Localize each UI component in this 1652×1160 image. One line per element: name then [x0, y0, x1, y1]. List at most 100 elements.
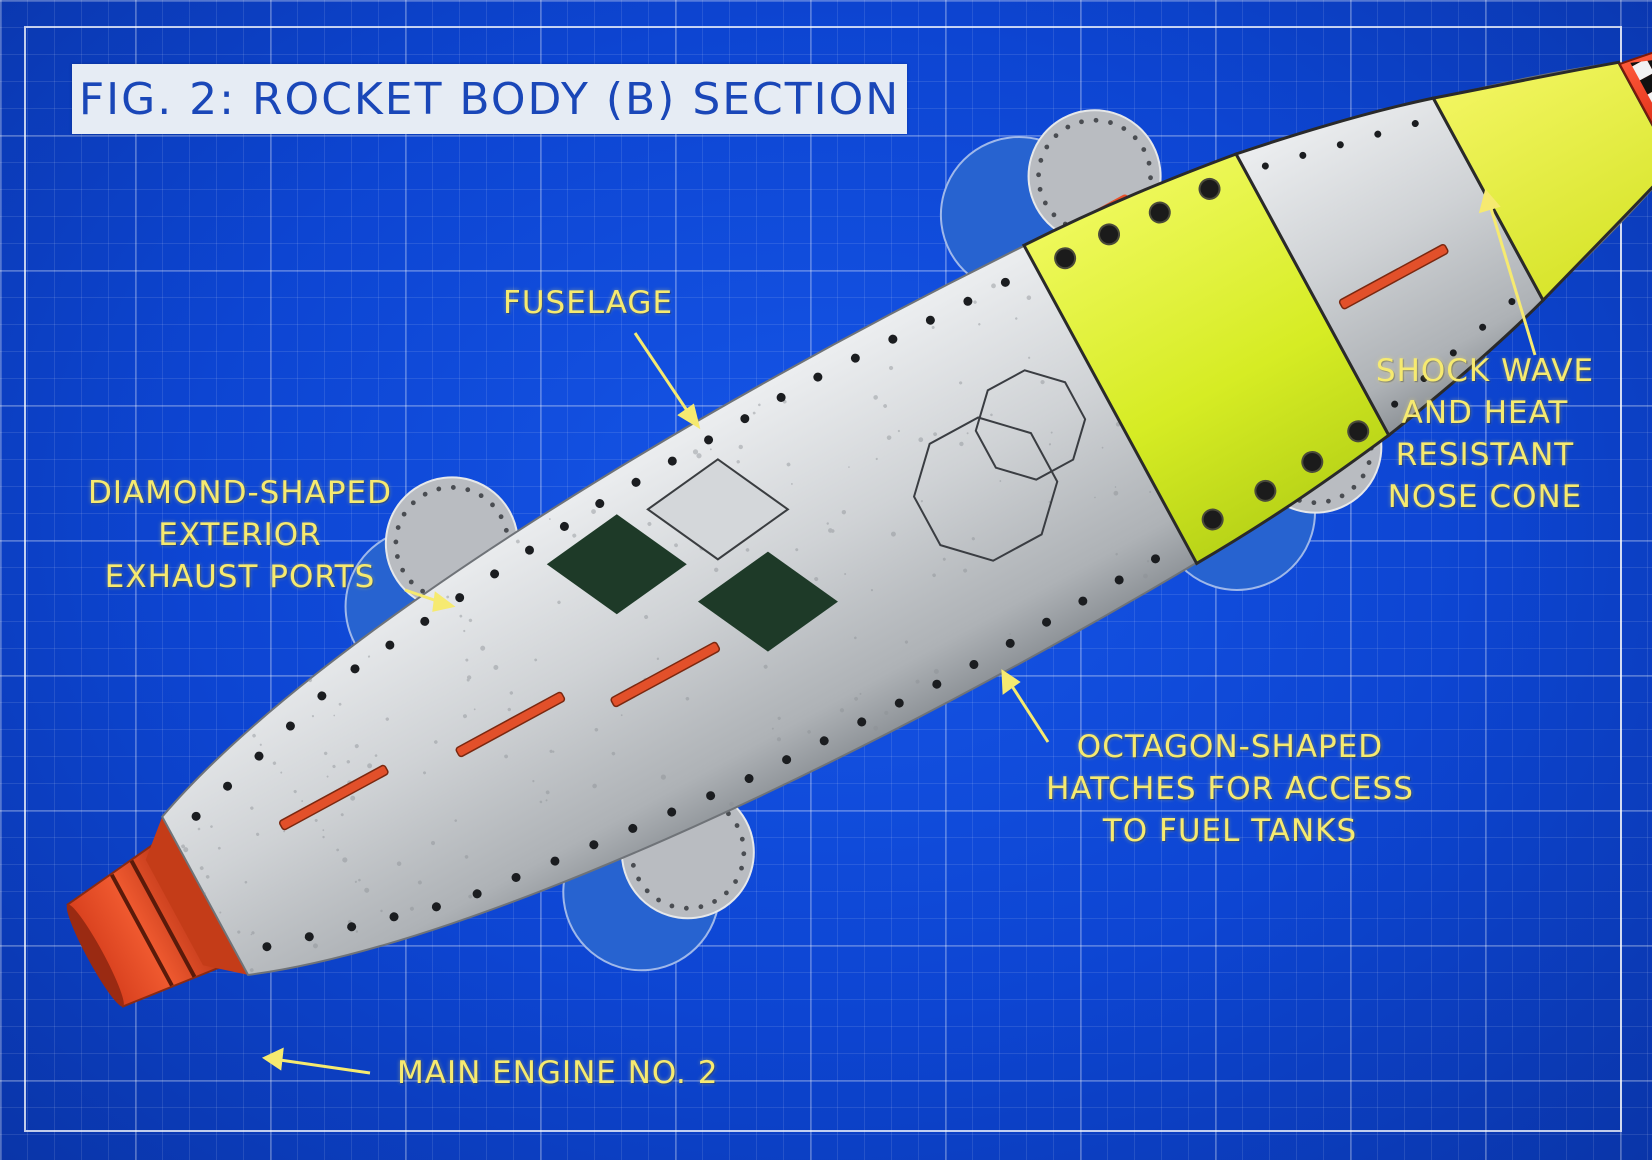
- weathering-speck: [326, 775, 329, 778]
- weathering-speck: [423, 771, 427, 775]
- rivet: [285, 721, 295, 731]
- label-line: DIAMOND-SHAPED: [88, 475, 392, 511]
- weathering-speck: [933, 432, 938, 437]
- weathering-speck: [966, 432, 969, 435]
- fin-rivet: [1042, 200, 1048, 206]
- weathering-speck: [763, 664, 768, 669]
- weathering-speck: [272, 761, 277, 765]
- rivet: [850, 353, 860, 363]
- weathering-speck: [644, 615, 649, 620]
- weathering-speck: [367, 763, 373, 769]
- weathering-speck: [532, 780, 535, 783]
- weathering-speck: [814, 577, 819, 582]
- weathering-speck: [473, 708, 476, 711]
- weathering-speck: [736, 460, 740, 464]
- fin-rivet: [669, 903, 675, 909]
- fin-rivet: [490, 502, 495, 508]
- weathering-speck: [332, 764, 336, 769]
- rivet: [317, 691, 327, 701]
- weathering-speck: [777, 716, 781, 720]
- rivet: [631, 477, 641, 487]
- fin-rivet: [1326, 498, 1331, 504]
- weathering-speck: [738, 444, 743, 450]
- fin-rivet: [1146, 160, 1152, 166]
- weathering-speck: [312, 943, 318, 949]
- weathering-speck: [931, 325, 935, 329]
- rivet: [963, 296, 973, 306]
- weathering-speck: [364, 887, 370, 893]
- weathering-speck: [959, 381, 963, 385]
- rivet: [347, 922, 357, 932]
- weathering-speck: [752, 411, 756, 415]
- octagon-hatch: [974, 369, 1087, 481]
- weathering-speck: [826, 522, 829, 525]
- weathering-speck: [844, 573, 847, 576]
- weathering-speck: [183, 847, 189, 853]
- weathering-speck: [795, 548, 799, 552]
- label-hatches: OCTAGON-SHAPED HATCHES FOR ACCESS TO FUE…: [1010, 726, 1450, 852]
- weathering-speck: [999, 480, 1002, 482]
- fin-rivet: [1044, 144, 1050, 150]
- weathering-speck: [464, 855, 469, 859]
- weathering-speck: [884, 710, 889, 715]
- rivet: [559, 521, 569, 531]
- rivet: [385, 640, 395, 650]
- weathering-speck: [594, 727, 599, 732]
- checker-square: [1632, 58, 1652, 81]
- weathering-speck: [480, 645, 486, 651]
- weathering-speck: [459, 614, 463, 618]
- weathering-speck: [336, 848, 340, 852]
- weathering-speck: [870, 589, 874, 592]
- label-line: TO FUEL TANKS: [1102, 813, 1358, 849]
- label-line: SHOCK WAVE: [1375, 353, 1595, 389]
- label-line: OCTAGON-SHAPED: [1076, 729, 1384, 765]
- rivet: [925, 315, 935, 325]
- weathering-speck: [539, 800, 543, 804]
- fin-rivet: [1036, 172, 1041, 178]
- rivet: [431, 902, 441, 912]
- fin-rivet: [734, 823, 740, 828]
- weathering-speck: [830, 529, 835, 533]
- weathering-speck: [918, 437, 924, 443]
- weathering-speck: [396, 861, 402, 866]
- fin-rivet: [733, 879, 738, 884]
- weathering-speck: [323, 751, 328, 756]
- weathering-speck: [709, 448, 712, 451]
- label-line: AND HEAT: [1401, 395, 1569, 431]
- octagon-hatches: [912, 369, 1087, 562]
- weathering-speck: [959, 441, 964, 447]
- rivet: [1261, 162, 1269, 170]
- weathering-speck: [259, 743, 262, 746]
- weathering-speck: [355, 930, 359, 933]
- label-line: RESISTANT: [1395, 437, 1575, 473]
- rivet: [350, 664, 360, 674]
- weathering-speck: [280, 771, 283, 774]
- fin-rivet: [698, 904, 704, 910]
- fin-rivet: [401, 511, 407, 517]
- weathering-speck: [354, 744, 359, 749]
- weathering-speck: [314, 818, 318, 822]
- weathering-speck: [409, 906, 414, 911]
- rivet: [969, 660, 979, 670]
- weathering-speck: [828, 528, 833, 533]
- rivet: [455, 593, 465, 603]
- weathering-speck: [745, 548, 750, 552]
- weathering-speck: [466, 678, 470, 682]
- fin-rivet: [1121, 126, 1127, 131]
- weathering-speck: [572, 533, 577, 538]
- fin-rivet: [1311, 500, 1317, 506]
- weathering-speck: [592, 783, 597, 789]
- rivet: [1042, 617, 1052, 627]
- weathering-speck: [322, 829, 325, 832]
- rivet: [704, 435, 714, 445]
- weathering-speck: [991, 283, 996, 289]
- weathering-speck: [354, 880, 358, 883]
- fin-rivet: [1148, 175, 1153, 181]
- weathering-speck: [552, 750, 555, 753]
- label-fuselage: FUSELAGE: [503, 282, 673, 324]
- weathering-speck: [758, 403, 761, 407]
- diamond-exhaust-ports: [546, 458, 838, 652]
- weathering-speck: [1143, 573, 1148, 579]
